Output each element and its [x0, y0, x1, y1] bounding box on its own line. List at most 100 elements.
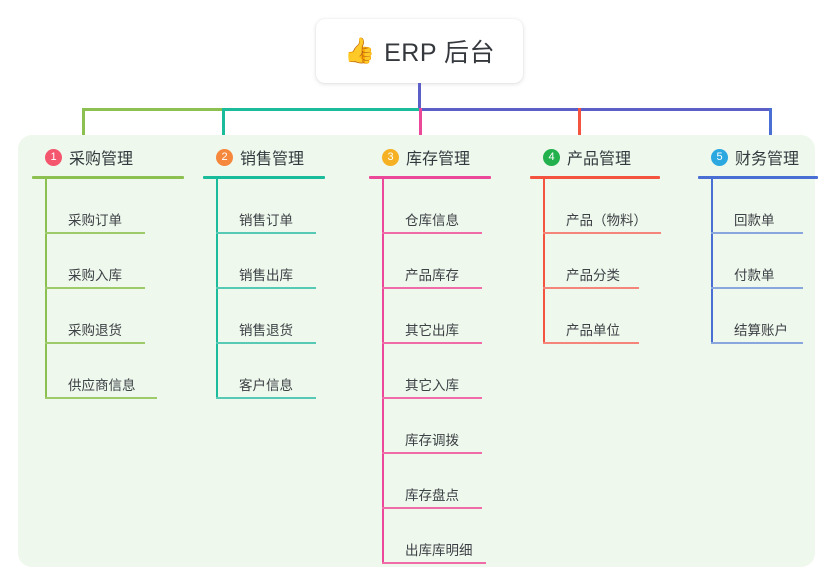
item-label: 库存调拨: [405, 433, 459, 448]
connector-drop-2: [222, 108, 225, 138]
branch-title-5: 财务管理: [735, 151, 800, 168]
item-stem: [45, 289, 47, 344]
branch-item[interactable]: 客户信息: [216, 344, 325, 399]
branch-item[interactable]: 产品（物料）: [543, 179, 661, 234]
item-stem: [382, 289, 384, 344]
item-label: 仓库信息: [405, 213, 459, 228]
item-rule: [45, 287, 145, 289]
item-label: 供应商信息: [68, 378, 136, 393]
item-label: 销售退货: [239, 323, 293, 338]
item-rule: [216, 287, 316, 289]
branch-title-1: 采购管理: [69, 151, 134, 168]
connector-drop-4: [578, 108, 581, 138]
root-node-title: ERP 后台: [384, 39, 496, 67]
item-stem: [711, 289, 713, 344]
root-node[interactable]: 👍 ERP 后台: [316, 19, 523, 83]
branch-item[interactable]: 产品分类: [543, 234, 660, 289]
item-rule: [543, 232, 661, 234]
branch-item[interactable]: 采购退货: [45, 289, 184, 344]
item-stem: [382, 234, 384, 289]
branch-item[interactable]: 产品库存: [382, 234, 491, 289]
item-rule: [382, 397, 482, 399]
branch-item[interactable]: 产品单位: [543, 289, 660, 344]
item-rule: [382, 562, 486, 564]
branch-item[interactable]: 销售订单: [216, 179, 325, 234]
item-rule: [45, 232, 145, 234]
connector-segment-1: [82, 108, 222, 111]
item-label: 其它出库: [405, 323, 459, 338]
item-stem: [45, 344, 47, 399]
item-rule: [382, 452, 482, 454]
branch-item[interactable]: 库存调拨: [382, 399, 491, 454]
branch-header-rule-3: [369, 176, 491, 179]
item-stem: [45, 234, 47, 289]
item-stem: [45, 179, 47, 234]
item-stem: [711, 234, 713, 289]
item-label: 库存盘点: [405, 488, 459, 503]
branch-header-2[interactable]: 2 销售管理: [216, 145, 325, 169]
item-label: 出库库明细: [405, 543, 473, 558]
item-label: 产品（物料）: [566, 213, 647, 228]
branch-items-1: 采购订单采购入库采购退货供应商信息: [45, 179, 184, 399]
item-label: 产品库存: [405, 268, 459, 283]
item-stem: [216, 179, 218, 234]
branch-item[interactable]: 采购入库: [45, 234, 184, 289]
branch-badge-4: 4: [543, 148, 560, 166]
branch-items-4: 产品（物料） 产品分类产品单位: [543, 179, 661, 344]
item-rule: [711, 287, 803, 289]
item-label: 客户信息: [239, 378, 293, 393]
item-label: 产品单位: [566, 323, 620, 338]
branch-item[interactable]: 采购订单: [45, 179, 184, 234]
item-label: 采购退货: [68, 323, 122, 338]
item-rule: [382, 287, 482, 289]
item-rule: [543, 287, 639, 289]
branch-title-2: 销售管理: [240, 151, 305, 168]
branch-item[interactable]: 回款单: [711, 179, 818, 234]
branch-badge-2: 2: [216, 148, 233, 166]
trunk-line: [418, 83, 421, 111]
item-stem: [543, 234, 545, 289]
item-stem: [382, 399, 384, 454]
item-label: 采购入库: [68, 268, 122, 283]
item-stem: [382, 344, 384, 399]
branch-title-3: 库存管理: [406, 151, 471, 168]
branch-item[interactable]: 库存盘点: [382, 454, 491, 509]
item-rule: [711, 342, 803, 344]
thumbs-up-icon: 👍: [343, 36, 376, 65]
connector-drop-1: [82, 108, 85, 138]
branch-item[interactable]: 结算账户: [711, 289, 818, 344]
branch-badge-3: 3: [382, 148, 399, 166]
branch-item[interactable]: 付款单: [711, 234, 818, 289]
item-stem: [216, 234, 218, 289]
branch-item[interactable]: 仓库信息: [382, 179, 491, 234]
branch-item[interactable]: 其它入库: [382, 344, 491, 399]
branch-item[interactable]: 销售退货: [216, 289, 325, 344]
branch-item[interactable]: 销售出库: [216, 234, 325, 289]
item-stem: [543, 179, 545, 234]
item-rule: [216, 397, 316, 399]
item-rule: [45, 342, 145, 344]
item-rule: [382, 342, 482, 344]
branch-item[interactable]: 其它出库: [382, 289, 491, 344]
branch-header-rule-5: [698, 176, 818, 179]
item-label: 采购订单: [68, 213, 122, 228]
item-stem: [382, 509, 384, 564]
branch-item[interactable]: 出库库明细: [382, 509, 491, 564]
item-rule: [382, 507, 482, 509]
item-rule: [216, 342, 316, 344]
branch-items-2: 销售订单销售出库销售退货客户信息: [216, 179, 325, 399]
item-label: 销售订单: [239, 213, 293, 228]
branch-item[interactable]: 供应商信息: [45, 344, 184, 399]
item-label: 其它入库: [405, 378, 459, 393]
branch-header-3[interactable]: 3 库存管理: [382, 145, 491, 169]
connector-drop-5: [769, 108, 772, 138]
branch-header-rule-1: [32, 176, 184, 179]
connector-drop-3: [419, 108, 422, 138]
item-stem: [382, 179, 384, 234]
